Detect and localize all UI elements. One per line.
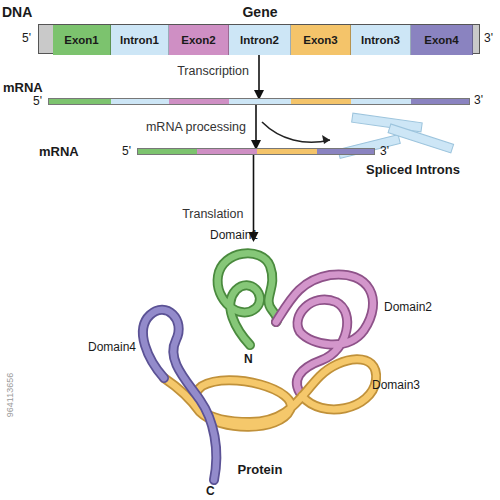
terminus-label: N xyxy=(244,352,253,366)
strand-end: 5' xyxy=(33,94,42,108)
intron-segment: Intron1 xyxy=(111,25,169,55)
intron-label: Spliced Introns xyxy=(366,162,460,177)
process-arrow xyxy=(255,105,257,148)
watermark: 964113656 xyxy=(5,355,15,435)
node-text: Exon2 xyxy=(169,25,228,55)
process-arrow xyxy=(258,54,260,98)
spliced-intron xyxy=(388,124,454,153)
domain4-tube xyxy=(143,310,216,480)
protein-illustration xyxy=(143,253,376,480)
domain-label: Domain4 xyxy=(88,340,136,354)
pre-mrna-bar: mRNA xyxy=(48,98,470,105)
step-label: Transcription xyxy=(177,64,249,78)
strand-end: 3' xyxy=(484,31,493,45)
exon-segment: Exon1 xyxy=(53,25,111,55)
node-text: Exon4 xyxy=(411,25,472,55)
exon-segment: Exon2 xyxy=(169,25,229,55)
step-label: mRNA processing xyxy=(146,120,246,134)
strand-end: 5' xyxy=(22,31,31,45)
intron-segment: Intron2 xyxy=(229,25,291,55)
molecule-label: DNA xyxy=(2,4,32,20)
splice-arrow xyxy=(262,122,330,142)
process-arrow xyxy=(253,155,255,240)
node-text: Exon1 xyxy=(53,25,110,55)
node-text: mRNA xyxy=(39,144,89,159)
domain1-tube xyxy=(218,253,277,345)
protein-region: Protein xyxy=(130,240,370,495)
terminus-label: C xyxy=(206,484,215,498)
node-text: Protein xyxy=(230,462,290,477)
step-label: Translation xyxy=(182,207,243,221)
domain-label: Domain1 xyxy=(210,228,258,242)
spliced-intron xyxy=(352,113,423,132)
node-text: mRNA xyxy=(3,80,47,95)
exon-segment: Exon4 xyxy=(411,25,473,55)
strand-end: 5' xyxy=(122,144,131,158)
domain-label: Domain3 xyxy=(372,378,420,392)
node-text: Intron2 xyxy=(229,25,290,55)
node-text: Gene xyxy=(39,4,481,20)
gene-bar: GeneExon1Intron1Exon2Intron2Exon3Intron3… xyxy=(38,24,480,54)
mature-mrna-bar: mRNA xyxy=(137,148,375,155)
node-text: Intron1 xyxy=(111,25,168,55)
strand-end: 3' xyxy=(474,93,483,107)
domain-label: Domain2 xyxy=(384,300,432,314)
splice-arrowhead xyxy=(322,135,330,144)
domain1-tube xyxy=(218,253,277,345)
node-text: Intron3 xyxy=(351,25,410,55)
strand-end: 3' xyxy=(380,144,389,158)
domain4-tube xyxy=(143,310,216,480)
intron-segment: Intron3 xyxy=(351,25,411,55)
exon-segment: Exon3 xyxy=(291,25,351,55)
node-text: Exon3 xyxy=(291,25,350,55)
